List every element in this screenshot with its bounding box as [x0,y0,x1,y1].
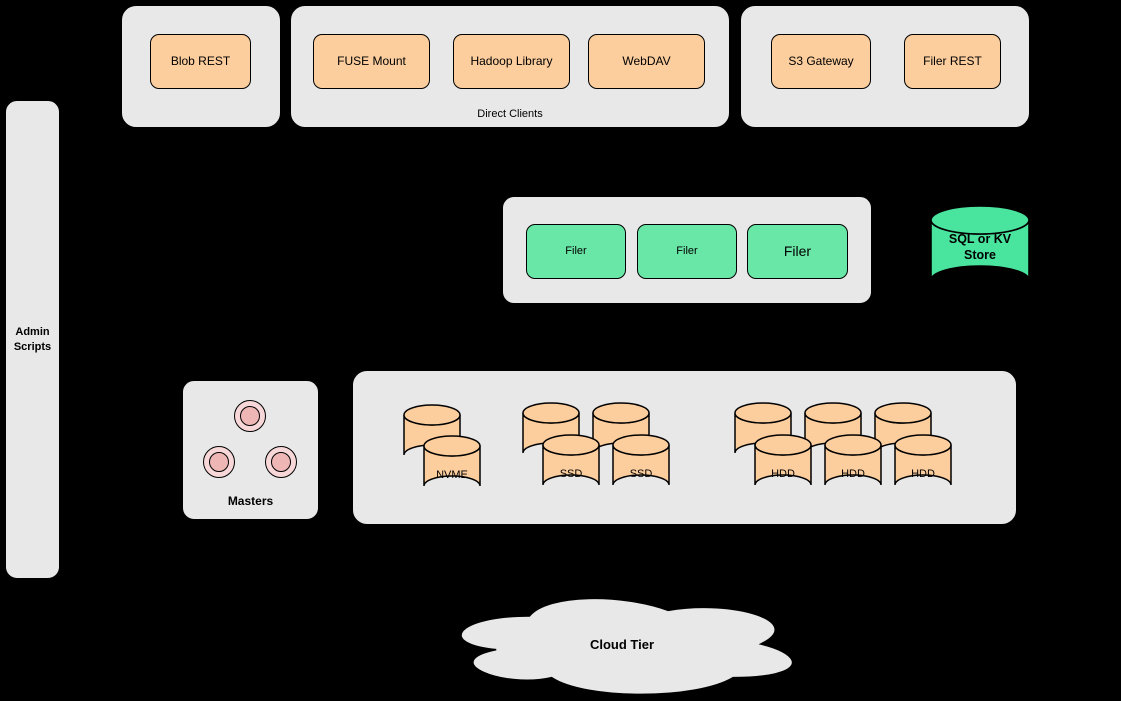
nvme-disk-cylinder: NVME [423,435,481,497]
blob-rest-node: Blob REST [150,34,251,89]
hdd-label: HDD [841,468,865,481]
sql-kv-store-label: SQL or KV Store [948,232,1012,262]
direct-clients-label: Direct Clients [477,108,543,120]
master-node-circle [265,446,297,478]
fuse-mount-node: FUSE Mount [313,34,430,89]
filer-rest-node: Filer REST [904,34,1001,89]
hdd-disk-cylinder: HDD [894,434,952,496]
cloud-tier-shape: Cloud Tier [437,588,807,700]
cloud-tier-label: Cloud Tier [589,637,655,653]
hdd-label: HDD [771,468,795,481]
master-node-inner-circle [209,452,229,472]
nvme-label: NVME [436,469,468,482]
ssd-disk-cylinder: SSD [612,434,670,496]
s3-gateway-node: S3 Gateway [771,34,871,89]
ssd-disk-cylinder: SSD [542,434,600,496]
admin-scripts-panel: Admin Scripts [5,100,60,579]
disk-cylinder-back [403,404,461,466]
webdav-node: WebDAV [588,34,705,89]
filer-group: Filer Filer Filer [502,196,872,304]
blob-rest-group: Blob REST [121,5,281,128]
ssd-label: SSD [559,468,583,481]
direct-clients-group: FUSE Mount Hadoop Library WebDAV Direct … [290,5,730,128]
filer-node: Filer [747,224,848,279]
master-node-inner-circle [271,452,291,472]
master-node-circle [203,446,235,478]
gateway-group: S3 Gateway Filer REST [740,5,1030,128]
sql-kv-store-cylinder: SQL or KV Store [930,205,1030,295]
ssd-label: SSD [629,468,653,481]
hdd-label: HDD [911,468,935,481]
hadoop-library-node: Hadoop Library [453,34,570,89]
master-node-inner-circle [240,406,260,426]
masters-group: Masters [182,380,319,520]
volume-servers-panel: NVME SSD SSD HDD [352,370,1017,525]
hdd-disk-cylinder: HDD [824,434,882,496]
master-node-circle [234,400,266,432]
cloud-icon [460,597,794,696]
masters-label: Masters [227,494,274,508]
hdd-disk-cylinder: HDD [754,434,812,496]
cylinder-shape [930,205,1030,281]
filer-node: Filer [637,224,737,279]
filer-node: Filer [526,224,626,279]
admin-scripts-label: Admin Scripts [13,326,52,353]
